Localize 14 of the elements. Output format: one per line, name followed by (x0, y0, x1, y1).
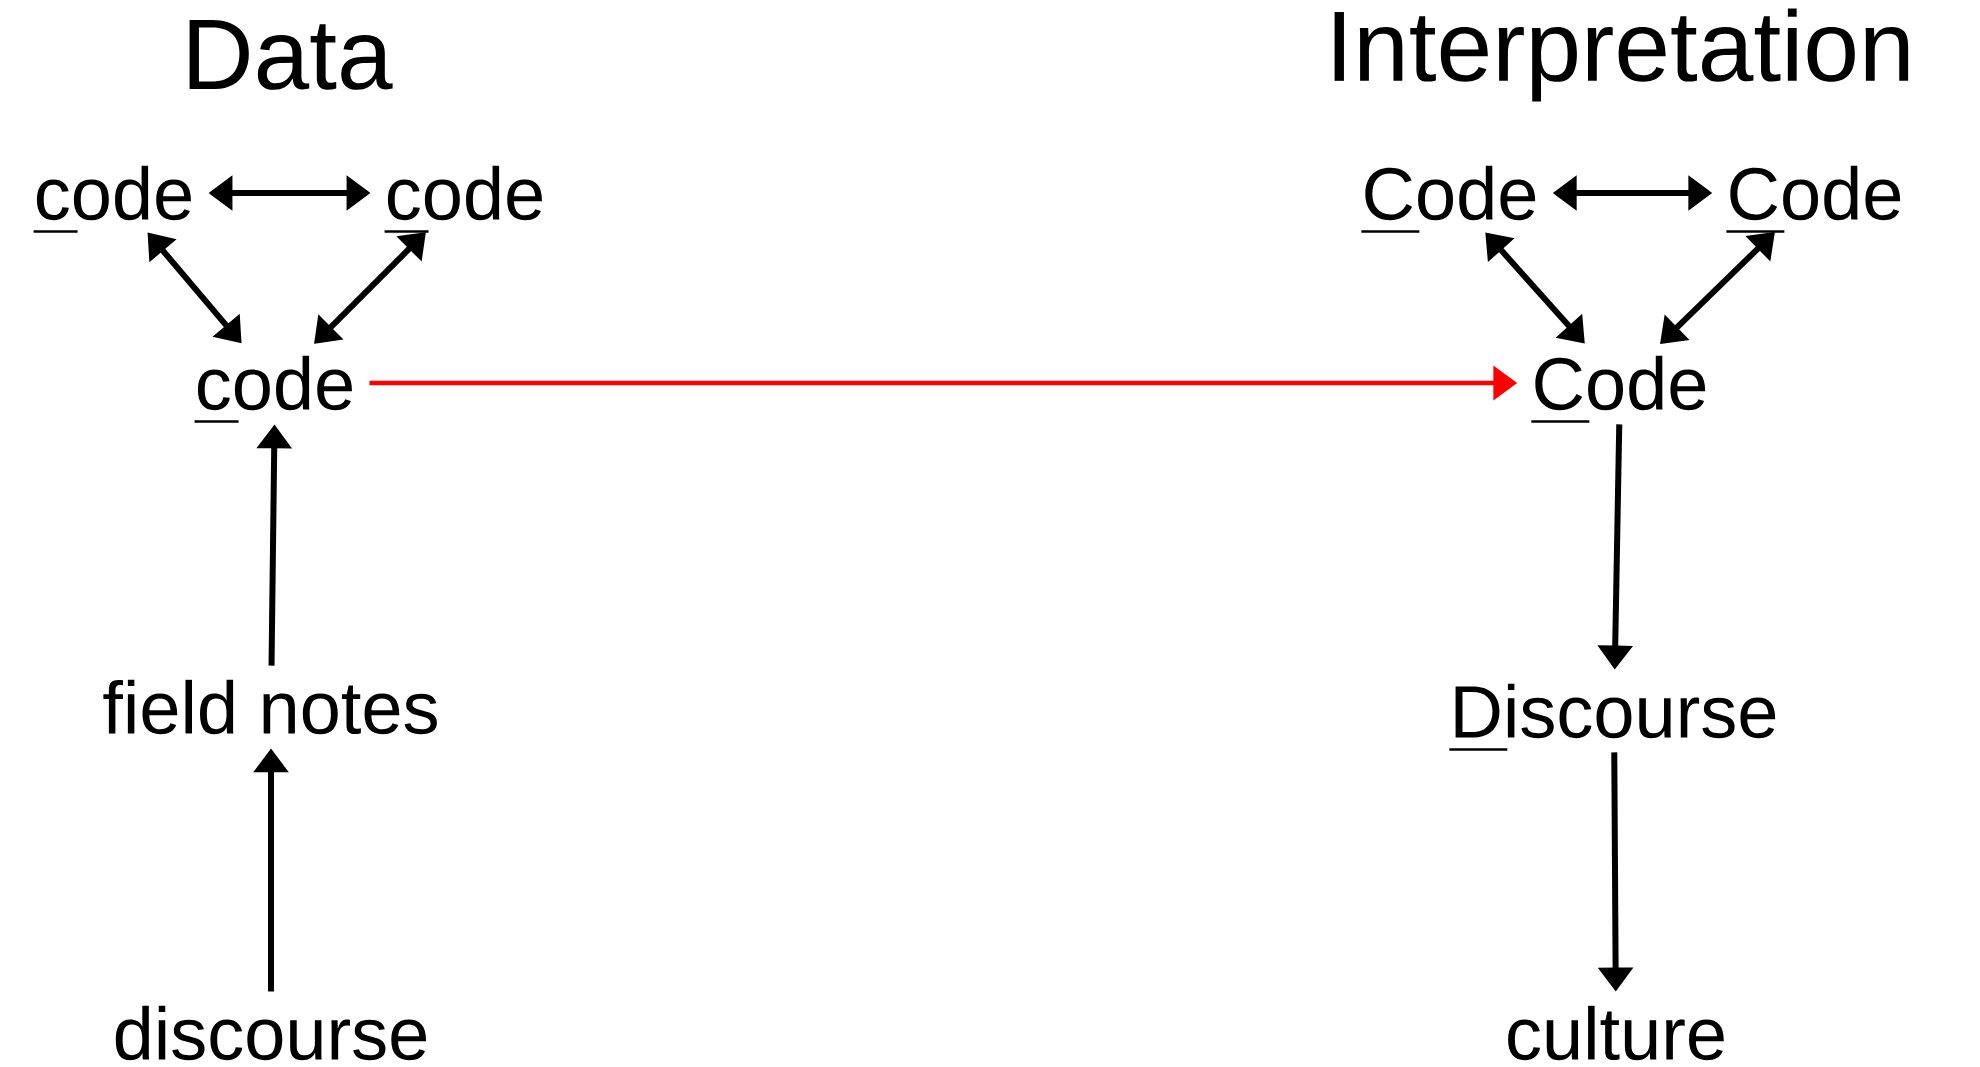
arrow (314, 232, 426, 344)
node-text: code (194, 355, 352, 423)
node-text: discourse (115, 1005, 426, 1061)
column-heading: Interpretation (1334, 8, 1909, 102)
node-text: Discourse (1449, 683, 1776, 751)
node-text: culture (1508, 1005, 1724, 1061)
node-text: Code (1531, 355, 1706, 423)
node-text: code (33, 165, 191, 233)
column-heading: Data (189, 20, 393, 90)
node-text: field notes (103, 679, 437, 735)
node-text: code (384, 165, 542, 233)
node-text: Code (1726, 165, 1901, 233)
arrow (1660, 232, 1775, 344)
node-text: Code (1361, 165, 1536, 233)
